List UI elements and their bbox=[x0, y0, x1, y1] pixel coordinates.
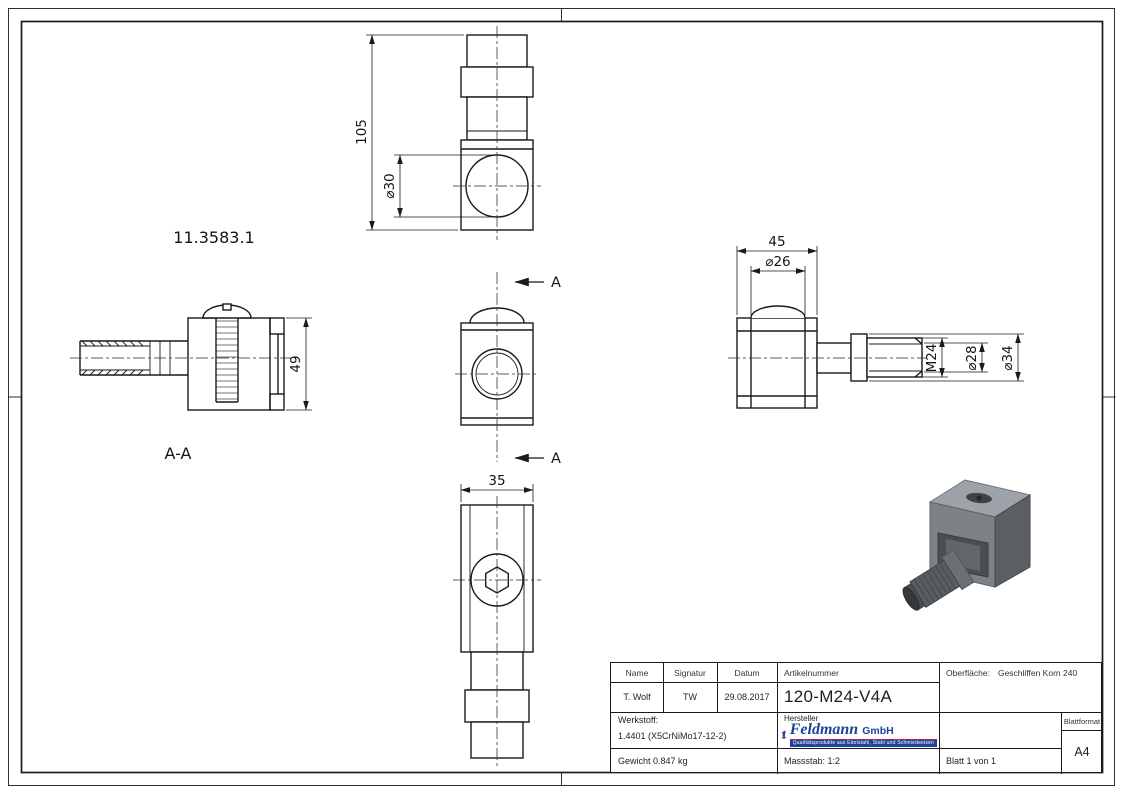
threaded-slot bbox=[216, 318, 238, 402]
section-name-label: A-A bbox=[165, 444, 192, 463]
dim-body-width: 45 bbox=[736, 234, 818, 315]
dim-depth: 35 bbox=[460, 473, 534, 502]
dim-bore: ⌀30 bbox=[382, 154, 492, 218]
logo-name: Feldmann bbox=[789, 721, 859, 738]
dim-cap-dia: ⌀26 bbox=[750, 254, 806, 315]
dim-label-49: 49 bbox=[288, 355, 304, 372]
view-section-aa: 49 A-A 11.3583.1 bbox=[70, 228, 312, 463]
dim-label-d26: ⌀26 bbox=[765, 254, 790, 270]
dim-collar-dia: ⌀34 bbox=[869, 333, 1024, 382]
article-number: 120-M24-V4A bbox=[784, 687, 893, 706]
header-blattformat: Blattformat bbox=[1063, 716, 1101, 726]
dim-shaft-dia: ⌀28 bbox=[924, 342, 988, 373]
thread-ticks bbox=[81, 340, 144, 376]
section-arrow-top: A bbox=[514, 275, 561, 291]
blatt-value: Blatt 1 von 1 bbox=[946, 756, 997, 766]
tb-line bbox=[611, 682, 939, 683]
dim-label-105: 105 bbox=[354, 119, 370, 145]
header-werkstoff: Werkstoff: bbox=[618, 715, 659, 725]
tb-line bbox=[663, 663, 664, 712]
tb-line bbox=[717, 663, 718, 712]
value-name: T. Wolf bbox=[623, 692, 651, 702]
massstab-value: Massstab: 1:2 bbox=[784, 756, 841, 766]
hex-socket bbox=[485, 566, 509, 594]
render-bolt bbox=[902, 549, 975, 611]
header-signatur: Signatur bbox=[674, 667, 706, 678]
section-arrow-bottom-label: A bbox=[551, 451, 561, 467]
dim-label-35: 35 bbox=[488, 473, 505, 489]
header-name: Name bbox=[625, 667, 649, 678]
logo-suffix: GmbH bbox=[862, 725, 894, 737]
surface-cell: Oberfläche: Geschliffen Korn 240 bbox=[939, 663, 1103, 682]
tb-line bbox=[939, 663, 940, 774]
view-side: 45 ⌀26 M24 ⌀28 ⌀34 bbox=[728, 234, 1024, 409]
feldmann-castle-icon bbox=[781, 729, 787, 739]
oberflaeche-value: Geschliffen Korn 240 bbox=[997, 667, 1078, 678]
logo-text: Feldmann GmbH Qualitätsprodukte aus Edel… bbox=[789, 721, 937, 747]
tb-line bbox=[611, 748, 1061, 749]
tb-line bbox=[777, 663, 778, 774]
dim-label-d34: ⌀34 bbox=[1000, 345, 1016, 370]
dim-body-height: 49 bbox=[286, 317, 312, 411]
tb-line bbox=[1061, 712, 1062, 774]
dim-label-d28: ⌀28 bbox=[964, 345, 980, 370]
view-section-source: A A bbox=[455, 272, 561, 467]
view-front: 105 ⌀30 bbox=[354, 26, 541, 240]
section-arrow-bottom: A bbox=[514, 451, 561, 467]
werkstoff-value: 1.4401 (X5CrNiMo17-12-2) bbox=[618, 731, 727, 741]
tb-line bbox=[1061, 730, 1103, 731]
header-oberflaeche: Oberfläche: bbox=[946, 667, 990, 678]
feldmann-logo: Feldmann GmbH Qualitätsprodukte aus Edel… bbox=[781, 722, 937, 747]
tb-line bbox=[611, 712, 1103, 713]
blattformat-value: A4 bbox=[1074, 745, 1090, 759]
header-datum: Datum bbox=[734, 667, 760, 678]
dim-label-45: 45 bbox=[768, 234, 785, 250]
dim-label-d30: ⌀30 bbox=[382, 173, 398, 198]
logo-tagline: Qualitätsprodukte aus Edelstahl, Stahl u… bbox=[789, 739, 937, 747]
render-3d bbox=[902, 479, 1032, 611]
dim-label-m24: M24 bbox=[924, 344, 940, 373]
value-signatur: TW bbox=[683, 692, 697, 702]
title-block: Name Signatur Datum Artikelnummer Oberfl… bbox=[610, 662, 1103, 774]
dim-thread: M24 bbox=[905, 337, 948, 378]
dim-total-height: 105 bbox=[354, 34, 464, 231]
header-hersteller: Hersteller bbox=[784, 714, 819, 723]
section-arrow-top-label: A bbox=[551, 275, 561, 291]
part-ref-label: 11.3583.1 bbox=[173, 228, 254, 247]
sheet-frame bbox=[8, 8, 1116, 786]
header-artikelnummer: Artikelnummer bbox=[784, 667, 839, 678]
value-datum: 29.08.2017 bbox=[724, 692, 770, 702]
gewicht-value: Gewicht 0.847 kg bbox=[618, 756, 688, 766]
view-bottom: 35 bbox=[453, 473, 541, 766]
